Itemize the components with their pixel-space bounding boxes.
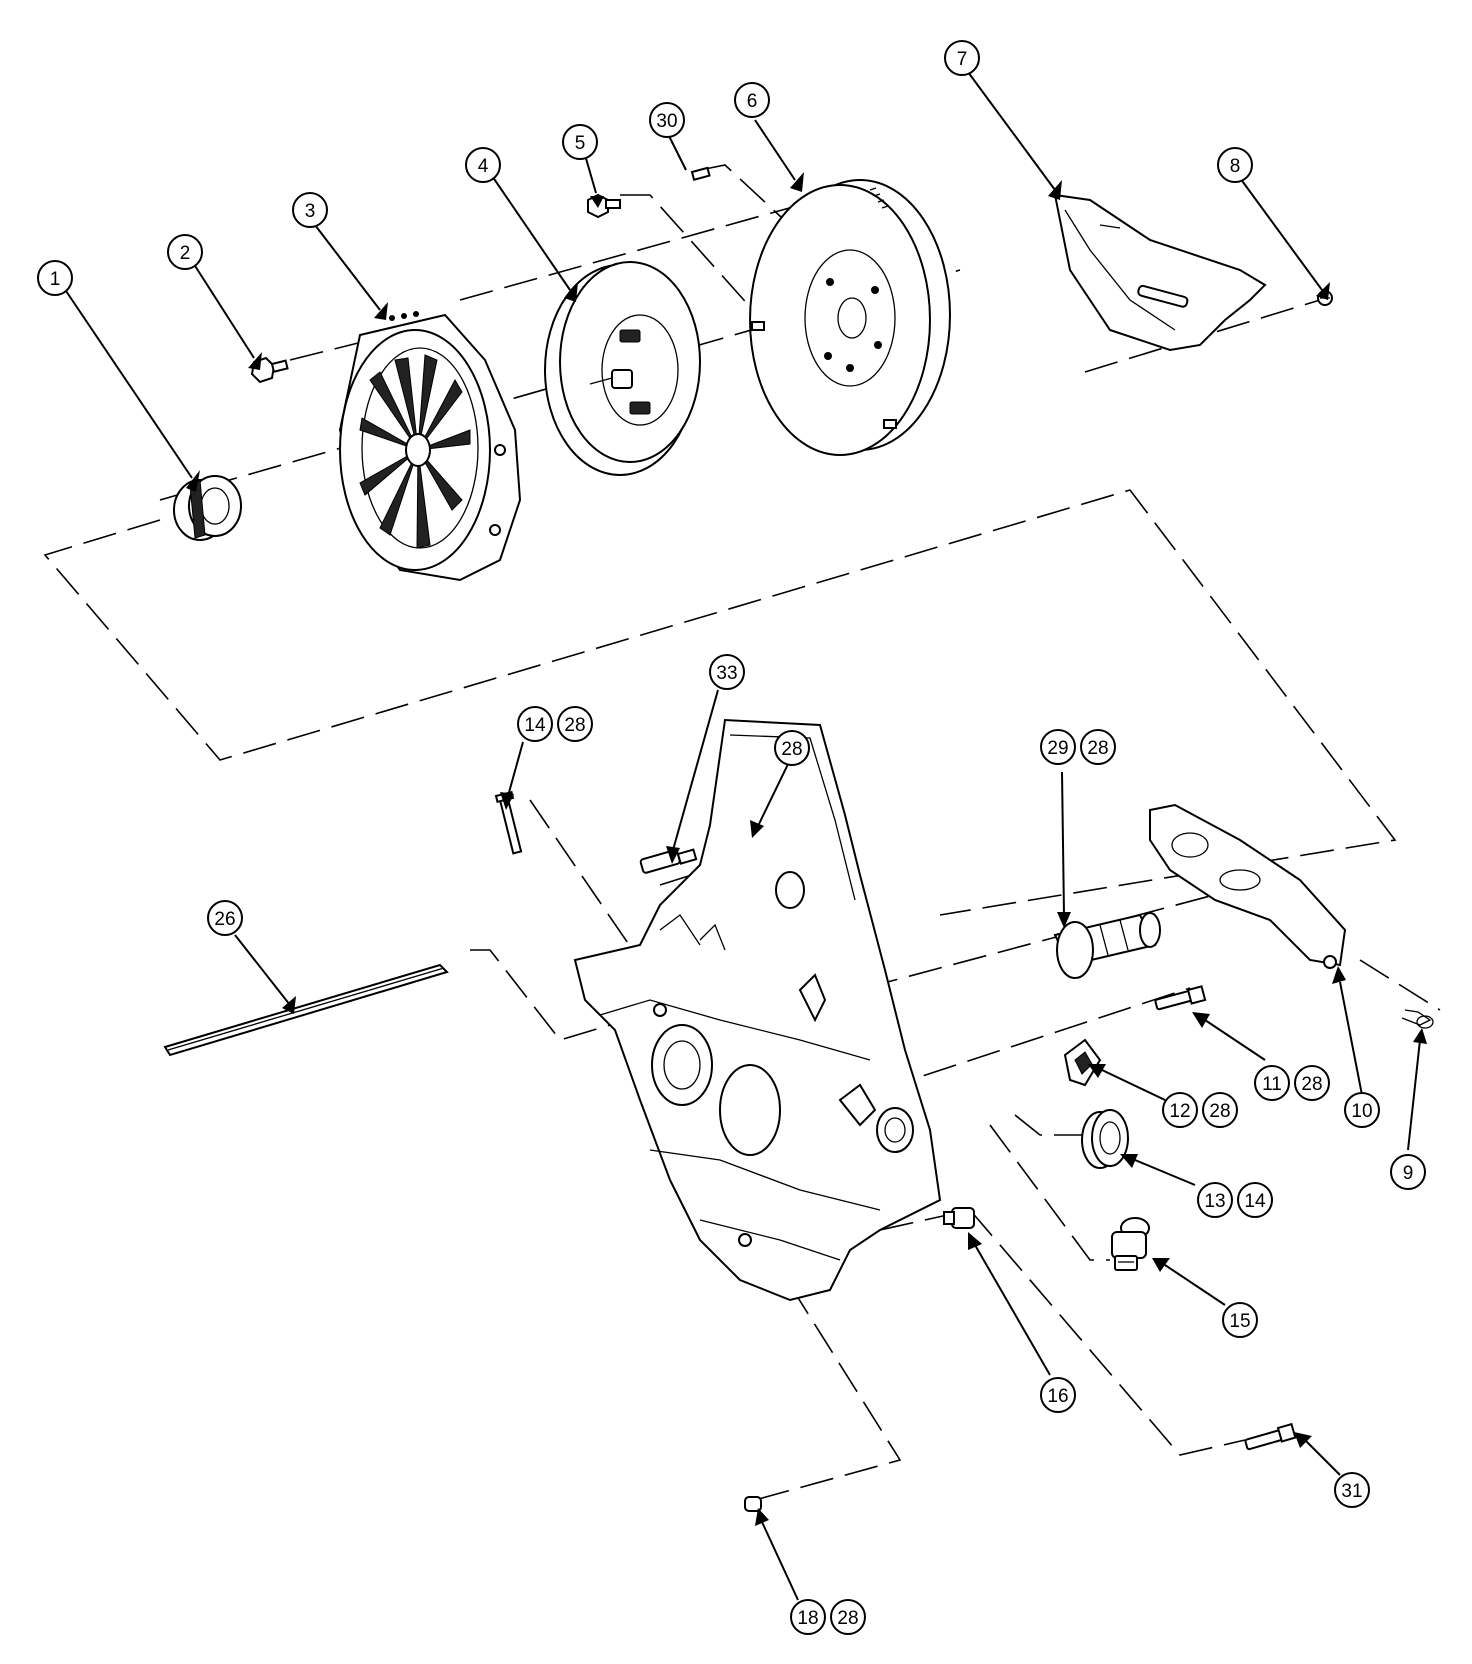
plug [744, 1496, 762, 1512]
callout-29: 29 [1040, 729, 1076, 765]
callout-15-label: 15 [1229, 1311, 1250, 1332]
callout-28-bolt: 28 [1294, 1065, 1330, 1101]
callout-18-label: 18 [797, 1608, 818, 1629]
callout-12: 12 [1162, 1092, 1198, 1128]
callout-28-top-label: 28 [564, 715, 585, 736]
sensor [1111, 1217, 1150, 1271]
callout-12-label: 12 [1169, 1101, 1190, 1122]
callout-18: 18 [790, 1599, 826, 1635]
callout-31-label: 31 [1341, 1481, 1362, 1502]
callout-28-plug-label: 28 [837, 1608, 858, 1629]
callout-3-label: 3 [305, 201, 316, 222]
callout-28-housing-label: 28 [781, 739, 802, 760]
callout-1: 1 [37, 260, 73, 296]
pressure-plate [338, 311, 522, 582]
callout-4: 4 [465, 147, 501, 183]
flywheel [749, 179, 951, 456]
callout-5-label: 5 [575, 133, 586, 154]
callout-28-retainer-label: 28 [1209, 1101, 1230, 1122]
callout-2: 2 [167, 234, 203, 270]
callout-28-housing: 28 [774, 730, 810, 766]
callout-30: 30 [649, 102, 685, 138]
clutch-housing [573, 718, 942, 1302]
callout-33: 33 [709, 654, 745, 690]
callout-14-seal-label: 14 [1244, 1191, 1266, 1212]
seal [1081, 1109, 1129, 1169]
callout-28-sleeve-label: 28 [1087, 738, 1108, 759]
callout-30-label: 30 [656, 111, 677, 132]
callout-28-sleeve: 28 [1080, 729, 1116, 765]
callout-26-label: 26 [214, 909, 235, 930]
callout-15: 15 [1222, 1302, 1258, 1338]
callout-5: 5 [562, 124, 598, 160]
callout-9: 9 [1390, 1154, 1426, 1190]
callout-10: 10 [1344, 1092, 1380, 1128]
callout-14-seal: 14 [1237, 1182, 1273, 1218]
clutch-disc [544, 261, 701, 476]
stud [639, 848, 698, 874]
callout-28-plug: 28 [830, 1599, 866, 1635]
callout-13: 13 [1197, 1182, 1233, 1218]
callout-28-bolt-label: 28 [1301, 1074, 1322, 1095]
callout-1-label: 1 [50, 269, 61, 290]
callout-13-label: 13 [1204, 1191, 1225, 1212]
callout-11: 11 [1254, 1065, 1290, 1101]
callout-6-label: 6 [747, 91, 758, 112]
callout-11-label: 11 [1262, 1074, 1282, 1095]
callout-8: 8 [1217, 147, 1253, 183]
fork-bolt [1154, 985, 1207, 1011]
guide-sleeve [1053, 912, 1161, 979]
diaphragm-fingers [359, 354, 471, 549]
callout-14-top: 14 [517, 706, 553, 742]
callout-26: 26 [207, 900, 243, 936]
bolt [1244, 1422, 1297, 1451]
callout-16-label: 16 [1047, 1386, 1068, 1407]
callout-9-label: 9 [1403, 1163, 1414, 1184]
callout-10-label: 10 [1351, 1101, 1372, 1122]
callout-16: 16 [1040, 1377, 1076, 1413]
callout-28-retainer: 28 [1202, 1092, 1238, 1128]
callout-6: 6 [734, 82, 770, 118]
callout-33-label: 33 [716, 663, 737, 684]
flywheel-teeth [869, 187, 889, 209]
drain-plug [943, 1207, 975, 1229]
callout-4-label: 4 [478, 156, 489, 177]
fork-retainer [1063, 1038, 1102, 1087]
callout-7: 7 [944, 40, 980, 76]
cover-shield [1053, 193, 1267, 352]
release-fork [1149, 803, 1347, 969]
leader-lines [61, 71, 1427, 1601]
callout-14-top-label: 14 [524, 715, 546, 736]
callout-28-top: 28 [557, 706, 593, 742]
release-bearing [173, 475, 242, 541]
callout-31: 31 [1334, 1472, 1370, 1508]
callout-3: 3 [292, 192, 328, 228]
dowel-pin [690, 166, 711, 181]
rod [163, 963, 449, 1057]
retaining-clip [1401, 1009, 1434, 1029]
callout-2-label: 2 [180, 243, 191, 264]
callout-29-label: 29 [1047, 738, 1068, 759]
callout-7-label: 7 [957, 49, 968, 70]
callout-bubbles: 1 2 3 4 5 30 6 7 8 33 14 28 28 29 28 26 … [37, 40, 1426, 1635]
callout-8-label: 8 [1230, 156, 1241, 177]
